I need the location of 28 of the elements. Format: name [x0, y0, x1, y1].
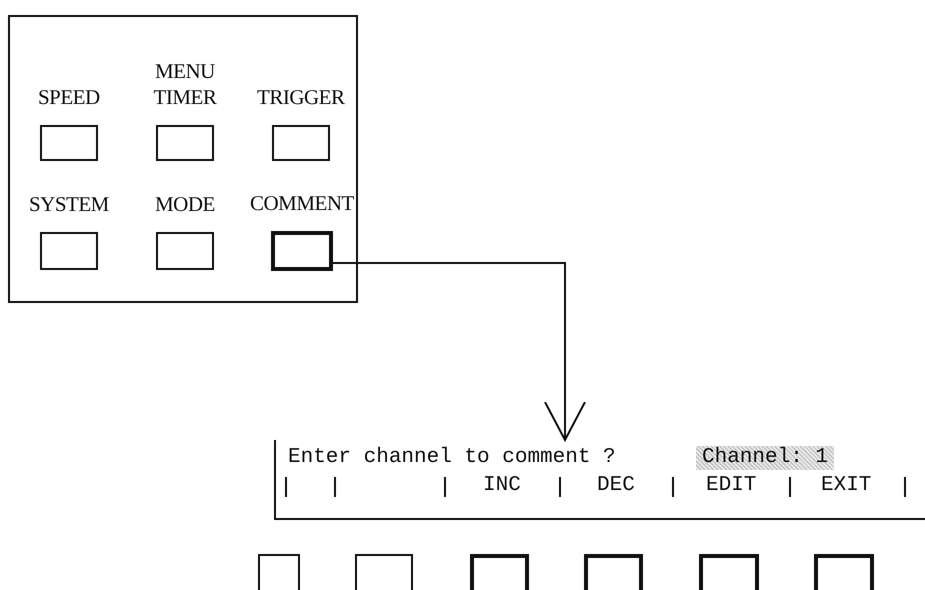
softkey-label: EDIT — [706, 474, 756, 498]
control-panel — [8, 15, 358, 303]
key-button — [40, 232, 98, 270]
key-button — [584, 554, 643, 590]
key-button — [258, 554, 300, 590]
key-button — [156, 232, 214, 270]
key-button — [271, 231, 333, 271]
key-button — [40, 125, 98, 161]
key-button — [814, 554, 874, 590]
arrow — [331, 262, 586, 441]
key-label: SPEED — [38, 85, 100, 109]
key-label: TRIGGER — [257, 85, 344, 109]
key-button — [699, 554, 759, 590]
display-screen — [274, 440, 925, 520]
key-button — [272, 125, 330, 161]
key-button — [156, 125, 214, 161]
channel-readout: Channel: 1 — [696, 446, 834, 470]
key-label: TIMER — [154, 85, 216, 109]
prompt-text: Enter channel to comment ? — [288, 446, 616, 470]
softkey-label: DEC — [597, 474, 635, 498]
key-button — [470, 554, 529, 590]
key-label: SYSTEM — [29, 192, 109, 216]
key-button — [355, 554, 413, 590]
key-label: MODE — [155, 192, 215, 216]
key-label: COMMENT — [250, 191, 354, 215]
key-label: MENU — [155, 59, 215, 83]
softkey-label: INC — [483, 474, 521, 498]
softkey-label: EXIT — [821, 474, 872, 498]
